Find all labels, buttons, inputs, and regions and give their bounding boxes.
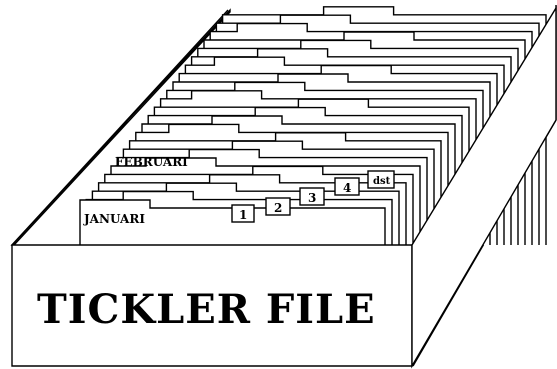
tab-januari: JANUARI: [83, 212, 145, 226]
week-tab-1: 1: [231, 204, 255, 223]
week-tab-4: 4: [334, 177, 360, 196]
week-tab-1-label: 1: [239, 208, 247, 222]
week-tab-3-box: [299, 187, 325, 206]
tab-januari-label: JANUARI: [83, 212, 145, 226]
week-tab-2-box: [265, 197, 291, 216]
week-tab-4-label: 4: [343, 181, 351, 195]
tab-februari: FEBRUARI: [115, 155, 188, 169]
box-left-edge: [11, 9, 229, 246]
week-tab-2: 2: [265, 197, 291, 216]
tab-februari-label: FEBRUARI: [115, 155, 188, 169]
more-tab-label: dst: [373, 176, 391, 187]
week-tab-3-label: 3: [308, 191, 316, 205]
week-tab-4-box: [334, 177, 360, 196]
more-tab: dst: [367, 170, 395, 189]
box-right-face: [411, 5, 557, 369]
week-tab-3: 3: [299, 187, 325, 206]
box-label: TICKLER FILE: [37, 286, 376, 333]
week-tab-1-box: [231, 204, 255, 223]
more-tab-box: [367, 170, 395, 189]
week-tab-2-label: 2: [274, 201, 282, 215]
